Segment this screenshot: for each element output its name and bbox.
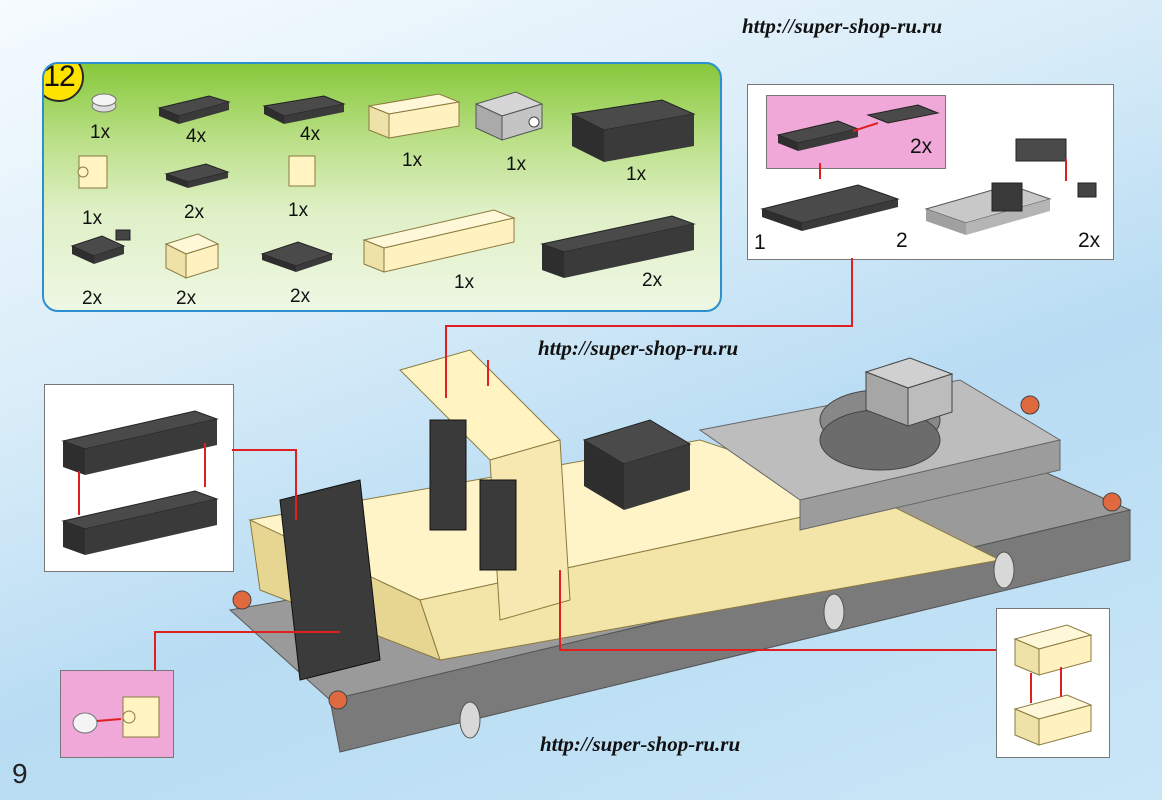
part-qty: 2x [184,202,205,223]
headlight-illustration [72,696,160,738]
result-qty: 2x [1078,229,1101,252]
part-tan-brick-1x8 [362,209,516,273]
part-tan-brick-1x1 [288,155,316,187]
substep-label: 1 [754,231,766,254]
part-tan-brick-1x4 [367,93,461,139]
tan-brick-stack-illustration [1013,624,1093,746]
part-qty: 1x [402,150,423,171]
part-dark-plate-2x3 [262,95,346,124]
part-qty: 1x [82,208,103,229]
callout-bottom-left-headlight [60,670,174,758]
callout-left-brick-stack [44,384,234,572]
part-dark-plate-clip [157,95,231,124]
part-tan-brick-2x2 [164,233,220,279]
part-gray-brick-2x2-pin [474,91,544,141]
part-qty: 4x [300,124,321,145]
part-qty: 2x [82,288,103,309]
part-qty: 1x [90,122,111,143]
part-round-plate-white [91,93,117,113]
subassembly-illustration [760,104,1097,235]
part-qty: 2x [642,270,663,291]
subassembly-callout-top-right: 2x 1 2 2x [747,84,1114,260]
substep-label: 2 [896,229,908,252]
part-dark-brick-1x8 [540,215,696,278]
part-qty: 1x [506,154,527,175]
part-dark-tile-2x2 [260,241,334,272]
part-qty: 4x [186,126,207,147]
part-qty: 2x [290,286,311,307]
url-middle: http://super-shop-ru.ru [538,336,739,360]
url-top: http://super-shop-ru.ru [742,14,943,38]
part-qty: 1x [454,272,475,293]
parts-illustrations [70,91,696,279]
part-tan-brick-1x1-headlight [77,155,108,189]
url-bottom: http://super-shop-ru.ru [540,732,741,756]
part-dark-tile-1x2 [164,163,230,188]
callout-bottom-right-tan-bricks [996,608,1110,758]
part-qty: 2x [176,288,197,309]
parts-list-panel: 12 1x 4x 4x 1x 1x 1x 1x 2x 1x 2x 2x 2x 1… [42,62,722,312]
part-dark-brick-2x4 [570,99,696,162]
inset-qty: 2x [910,135,933,158]
page-number: 9 [12,758,28,789]
part-qty: 1x [626,164,647,185]
brick-stack-illustration [61,410,219,555]
part-dark-plate-2x2-pins [70,229,131,264]
part-qty: 1x [288,200,309,221]
